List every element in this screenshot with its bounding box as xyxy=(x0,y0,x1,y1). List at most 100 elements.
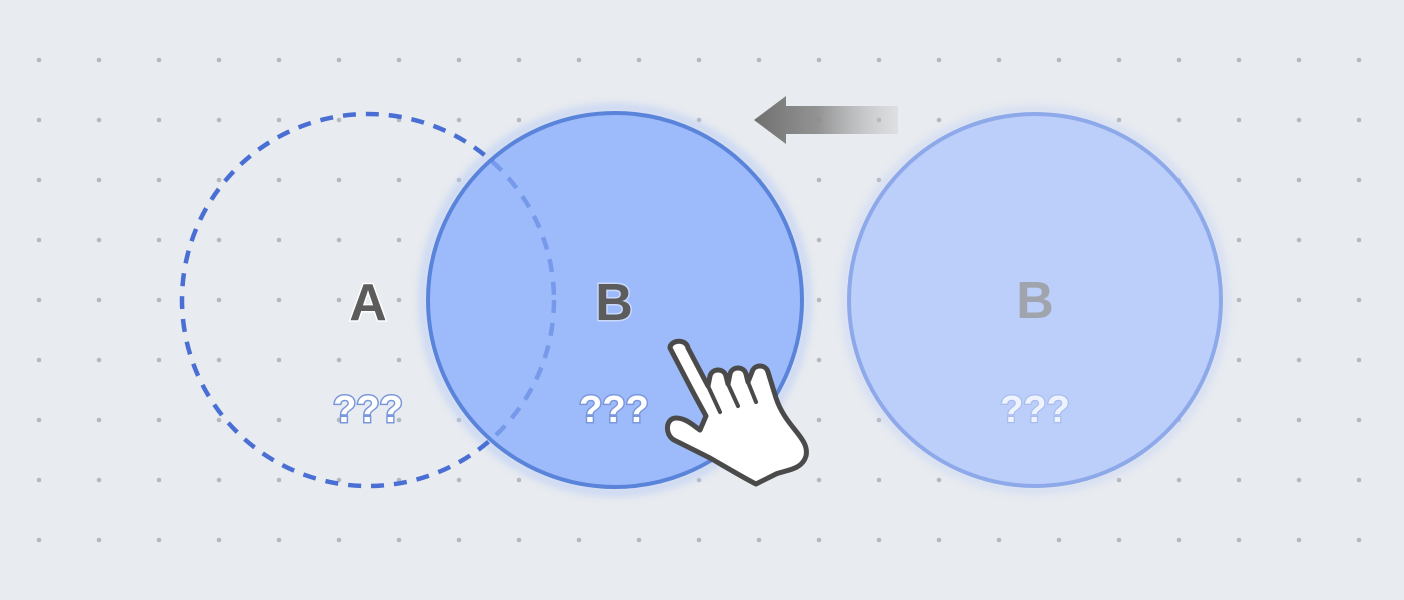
grid-dot xyxy=(876,537,882,543)
grid-dot xyxy=(1056,57,1062,63)
grid-dot xyxy=(96,477,102,483)
grid-dot xyxy=(336,537,342,543)
circle-b-ghost-letter: B xyxy=(1016,272,1054,330)
grid-dot xyxy=(1236,357,1242,363)
grid-dot xyxy=(876,417,882,423)
grid-dot xyxy=(1236,417,1242,423)
grid-dot xyxy=(36,57,42,63)
grid-dot xyxy=(156,297,162,303)
grid-dot xyxy=(156,357,162,363)
circle-b-caption: ??? xyxy=(579,389,649,431)
grid-dot xyxy=(636,57,642,63)
grid-dot xyxy=(156,477,162,483)
grid-dot xyxy=(336,57,342,63)
grid-dot xyxy=(156,537,162,543)
grid-dot xyxy=(516,477,522,483)
grid-dot xyxy=(1236,237,1242,243)
grid-dot xyxy=(1356,297,1362,303)
grid-dot xyxy=(696,477,702,483)
grid-dot xyxy=(156,237,162,243)
grid-dot xyxy=(1236,177,1242,183)
grid-dot xyxy=(1296,537,1302,543)
grid-dot xyxy=(156,57,162,63)
grid-dot xyxy=(336,117,342,123)
grid-dot xyxy=(396,357,402,363)
grid-dot xyxy=(276,537,282,543)
grid-dot xyxy=(96,357,102,363)
grid-dot xyxy=(216,177,222,183)
grid-dot xyxy=(756,537,762,543)
grid-dot xyxy=(816,357,822,363)
grid-dot xyxy=(156,417,162,423)
grid-dot xyxy=(936,117,942,123)
grid-dot xyxy=(1356,237,1362,243)
grid-dot xyxy=(696,117,702,123)
grid-dot xyxy=(276,477,282,483)
grid-dot xyxy=(36,357,42,363)
grid-dot xyxy=(1116,477,1122,483)
grid-dot xyxy=(1296,417,1302,423)
grid-dot xyxy=(276,297,282,303)
grid-dot xyxy=(216,117,222,123)
grid-dot xyxy=(456,117,462,123)
grid-dot xyxy=(456,57,462,63)
grid-dot xyxy=(456,477,462,483)
grid-dot xyxy=(1356,57,1362,63)
grid-dot xyxy=(696,57,702,63)
circle-a-letter: A xyxy=(349,274,387,332)
grid-dot xyxy=(1236,477,1242,483)
grid-dot xyxy=(96,117,102,123)
grid-dot xyxy=(816,237,822,243)
grid-dot xyxy=(1176,117,1182,123)
grid-dot xyxy=(1296,57,1302,63)
grid-dot xyxy=(816,57,822,63)
grid-dot xyxy=(336,357,342,363)
grid-dot xyxy=(276,417,282,423)
grid-dot xyxy=(876,477,882,483)
grid-dot xyxy=(1356,417,1362,423)
grid-dot xyxy=(1356,177,1362,183)
circle-a[interactable]: A ??? xyxy=(179,111,557,489)
grid-dot xyxy=(96,537,102,543)
grid-dot xyxy=(516,57,522,63)
grid-dot xyxy=(216,237,222,243)
grid-dot xyxy=(216,417,222,423)
grid-dot xyxy=(1296,117,1302,123)
grid-dot xyxy=(336,297,342,303)
grid-dot xyxy=(1176,477,1182,483)
grid-dot xyxy=(1236,297,1242,303)
grid-dot xyxy=(96,177,102,183)
grid-dot xyxy=(36,177,42,183)
grid-dot xyxy=(756,57,762,63)
grid-dot xyxy=(1116,117,1122,123)
grid-dot xyxy=(876,57,882,63)
circle-b-letter: B xyxy=(595,274,633,332)
grid-dot xyxy=(1296,237,1302,243)
grid-dot xyxy=(36,117,42,123)
grid-dot xyxy=(696,537,702,543)
grid-dot xyxy=(1056,537,1062,543)
grid-dot xyxy=(36,297,42,303)
grid-dot xyxy=(336,477,342,483)
grid-dot xyxy=(576,537,582,543)
grid-dot xyxy=(1296,357,1302,363)
grid-dot xyxy=(516,537,522,543)
grid-dot xyxy=(1116,57,1122,63)
grid-dot xyxy=(396,297,402,303)
grid-dot xyxy=(1176,57,1182,63)
grid-dot xyxy=(1356,477,1362,483)
grid-dot xyxy=(936,477,942,483)
grid-dot xyxy=(276,57,282,63)
grid-dot xyxy=(816,297,822,303)
grid-dot xyxy=(396,537,402,543)
grid-dot xyxy=(396,417,402,423)
grid-dot xyxy=(396,177,402,183)
grid-dot xyxy=(156,177,162,183)
grid-dot xyxy=(1116,537,1122,543)
grid-dot xyxy=(216,477,222,483)
grid-dot xyxy=(1236,117,1242,123)
grid-dot xyxy=(1176,537,1182,543)
grid-dot xyxy=(1236,537,1242,543)
grid-dot xyxy=(36,477,42,483)
